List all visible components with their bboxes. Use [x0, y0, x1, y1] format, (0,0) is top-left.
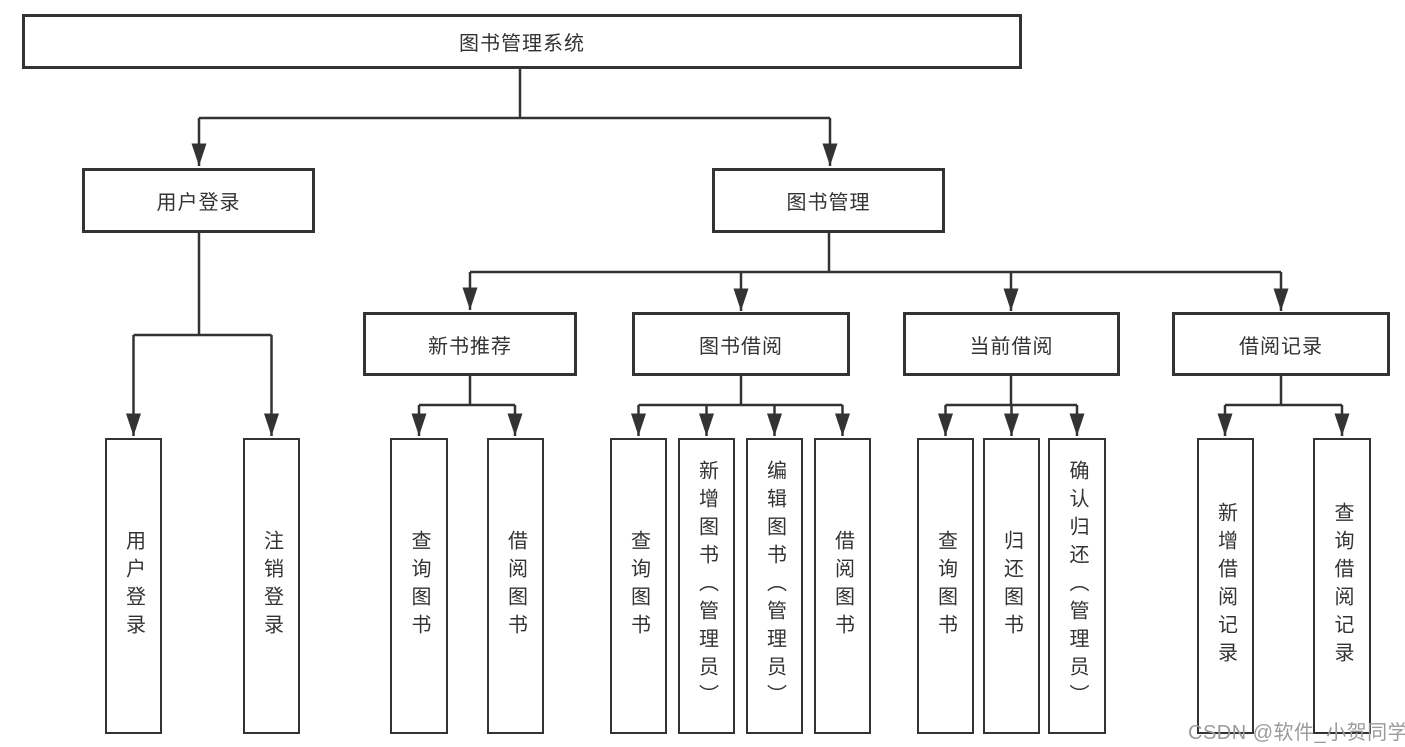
- leaf-borrow-add-books-admin: 新增图书（管理员）: [678, 438, 735, 734]
- leaf-borrow-borrow-books-label: 借阅图书: [831, 530, 854, 642]
- connector-arrows: [126, 118, 1350, 436]
- leaf-logout-label: 注销登录: [260, 530, 283, 642]
- leaf-records-add-record: 新增借阅记录: [1197, 438, 1254, 734]
- leaf-borrow-query-books-label: 查询图书: [627, 530, 650, 642]
- leaf-current-confirm-return-admin: 确认归还（管理员）: [1048, 438, 1106, 734]
- leaf-records-add-record-label: 新增借阅记录: [1214, 502, 1237, 670]
- leaf-user-login: 用户登录: [105, 438, 162, 734]
- leaf-newbook-borrow-books-label: 借阅图书: [504, 530, 527, 642]
- leaf-newbook-query-books-label: 查询图书: [408, 530, 430, 642]
- leaf-borrow-borrow-books: 借阅图书: [814, 438, 871, 734]
- node-borrow-records: 借阅记录: [1172, 312, 1390, 376]
- connector-rails: [133, 69, 1342, 407]
- leaf-user-login-label: 用户登录: [122, 530, 145, 642]
- leaf-newbook-query-books: 查询图书: [390, 438, 448, 734]
- leaf-current-query-books-label: 查询图书: [934, 530, 957, 642]
- node-new-book-recommend: 新书推荐: [363, 312, 577, 376]
- leaf-borrow-edit-books-admin: 编辑图书（管理员）: [746, 438, 803, 734]
- leaf-newbook-borrow-books: 借阅图书: [487, 438, 544, 734]
- leaf-current-return-books-label: 归还图书: [1000, 530, 1023, 642]
- leaf-records-query-record-label: 查询借阅记录: [1331, 502, 1353, 670]
- leaf-current-confirm-return-admin-label: 确认归还（管理员）: [1066, 460, 1088, 712]
- node-book-management: 图书管理: [712, 168, 945, 233]
- leaf-logout: 注销登录: [243, 438, 300, 734]
- csdn-watermark: CSDN @软件_小贺同学: [1188, 722, 1405, 744]
- leaf-borrow-query-books: 查询图书: [610, 438, 667, 734]
- node-root: 图书管理系统: [22, 14, 1022, 69]
- node-current-borrow: 当前借阅: [903, 312, 1120, 376]
- leaf-current-query-books: 查询图书: [917, 438, 974, 734]
- leaf-current-return-books: 归还图书: [983, 438, 1040, 734]
- leaf-borrow-edit-books-admin-label: 编辑图书（管理员）: [763, 460, 786, 712]
- leaf-borrow-add-books-admin-label: 新增图书（管理员）: [695, 460, 718, 712]
- node-user-login: 用户登录: [82, 168, 315, 233]
- node-book-borrow: 图书借阅: [632, 312, 850, 376]
- leaf-records-query-record: 查询借阅记录: [1313, 438, 1371, 734]
